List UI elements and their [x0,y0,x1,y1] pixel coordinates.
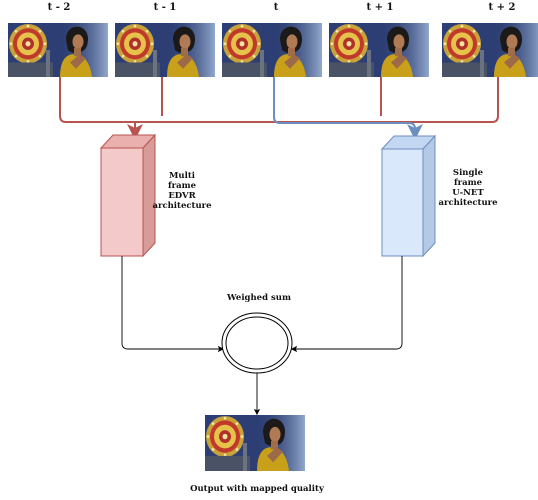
unet-to-sum-line [290,256,403,353]
single-frame-label: Single frame U-NET architecture [438,168,498,208]
frame-image-t [222,23,322,77]
weighted-sum-label: Weighed sum [227,293,291,303]
output-image [205,415,305,471]
output-label: Output with mapped quality [190,484,324,494]
edvr-to-sum-line [121,256,225,353]
weighted-sum-node [221,312,293,374]
frame-label-t: t [273,2,279,13]
multi-frame-label: Multi frame EDVR architecture [152,171,212,211]
frame-label-t-minus-2: t - 2 [47,2,71,13]
frame-image-t-plus-1 [329,23,429,77]
frame-label-t-plus-1: t + 1 [366,2,394,13]
single-frame-unet-box [380,134,437,258]
frame-image-t-minus-2 [8,23,108,77]
frame-label-t-minus-1: t - 1 [153,2,177,13]
frame-image-t-plus-2 [442,23,538,77]
single-frame-connector [273,77,423,140]
frame-label-t-plus-2: t + 2 [488,2,516,13]
frame-image-t-minus-1 [115,23,215,77]
multi-frame-edvr-box [99,133,157,258]
